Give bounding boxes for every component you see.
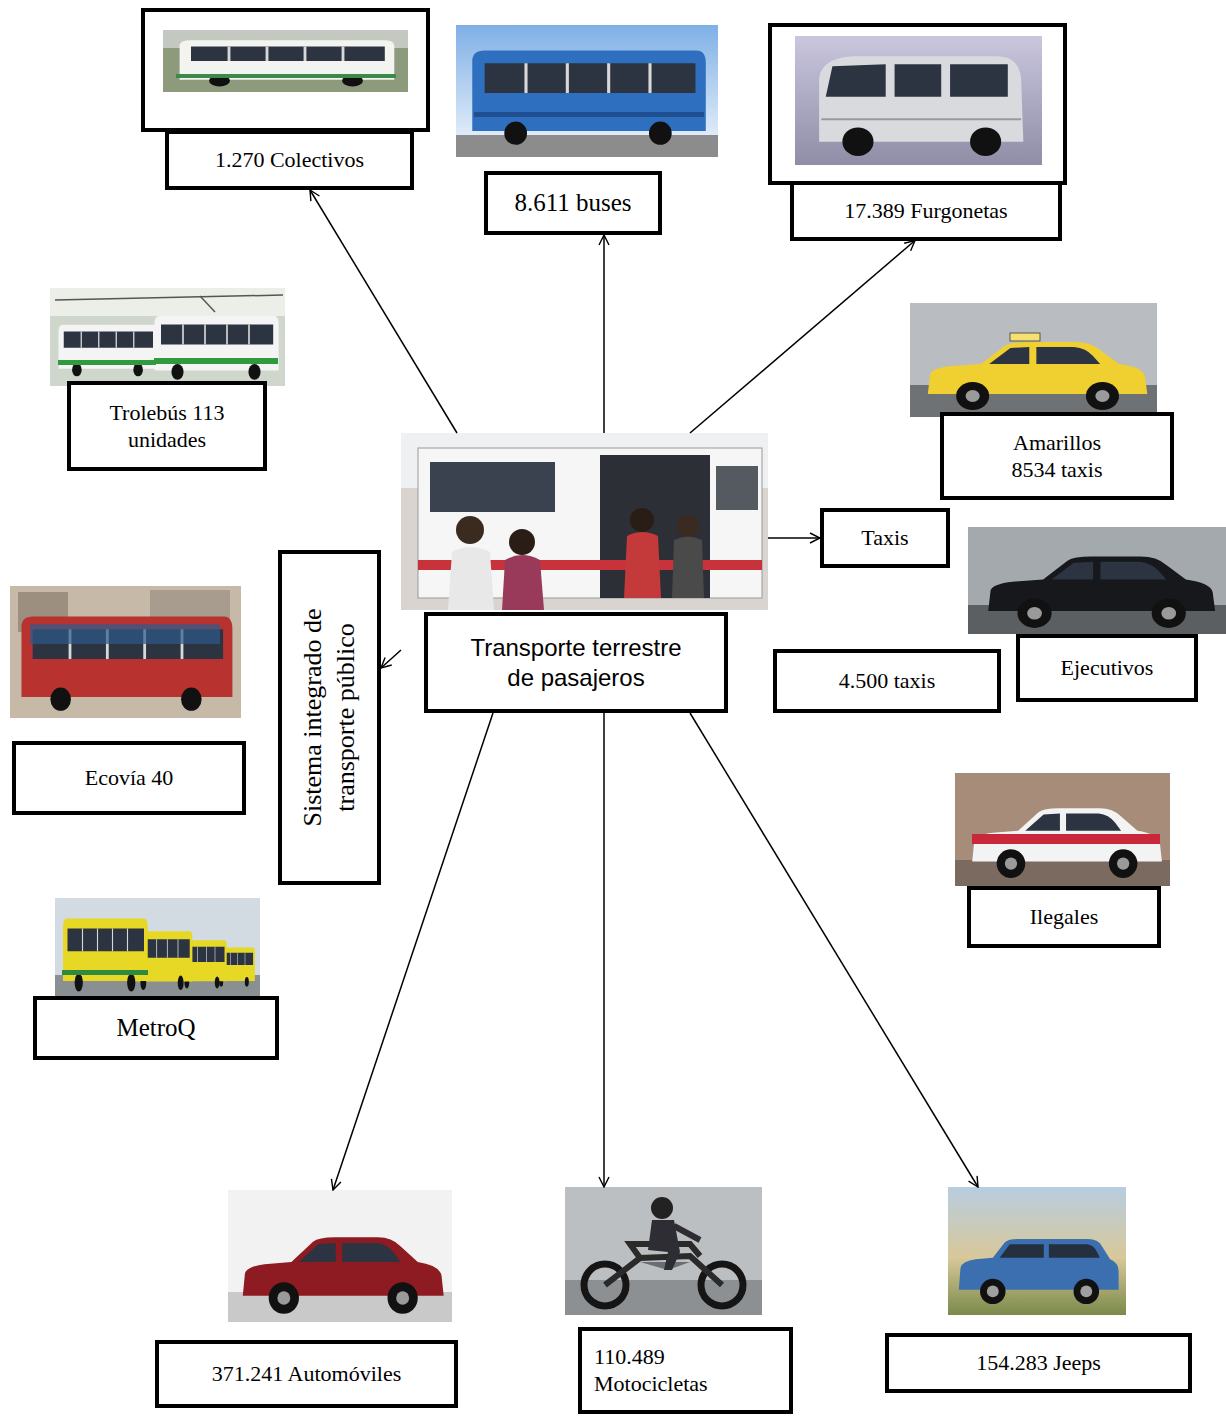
node-label: Ejecutivos [1061, 654, 1154, 682]
connector-arrow [690, 713, 978, 1187]
label-box: Trolebús 113 unidades [67, 381, 267, 471]
connector-arrow [690, 241, 915, 434]
node-label: 154.283 Jeeps [976, 1349, 1101, 1377]
label-box: Taxis [820, 508, 950, 568]
node-card: MetroQ [33, 996, 279, 1060]
label-box: 1.270 Colectivos [165, 130, 414, 190]
node-card: 1.270 Colectivos [165, 130, 414, 190]
node-card: 371.241 Automóviles [155, 1190, 458, 1408]
connector-arrow [310, 190, 457, 433]
node-card: 8.611 buses [484, 171, 662, 235]
node-card: Transporte terrestre de pasajeros [401, 433, 768, 713]
metroq-buses-photo [55, 898, 260, 997]
node-card: 4.500 taxis [773, 649, 1001, 713]
ecovia-bus-photo [10, 586, 241, 718]
label-box: MetroQ [33, 996, 279, 1060]
node-card: Sistema integrado de transporte público [278, 550, 381, 885]
bus-photo [456, 25, 718, 157]
yellow-taxi-photo [910, 303, 1157, 417]
node-label: 110.489 Motocicletas [594, 1343, 744, 1398]
node-label: MetroQ [116, 1012, 195, 1043]
label-box: 17.389 Furgonetas [790, 181, 1062, 241]
label-box: 4.500 taxis [773, 649, 1001, 713]
label-box: 371.241 Automóviles [155, 1340, 458, 1408]
node-card: Taxis [820, 508, 950, 568]
node-label: 1.270 Colectivos [215, 146, 364, 174]
label-box: 8.611 buses [484, 171, 662, 235]
node-card: Ecovía 40 [12, 741, 246, 815]
boarding-bus-photo [401, 433, 768, 610]
node-card: 17.389 Furgonetas [790, 181, 1062, 241]
label-box: 110.489 Motocicletas [578, 1327, 793, 1414]
node-label: Ecovía 40 [85, 764, 174, 792]
node-card: Trolebús 113 unidades [67, 381, 267, 471]
van-photo [770, 25, 1065, 183]
node-label: 371.241 Automóviles [212, 1360, 401, 1388]
jeep-photo [948, 1187, 1126, 1315]
node-label: Ilegales [1030, 903, 1098, 931]
node-card: 154.283 Jeeps [885, 1187, 1192, 1393]
node-label: 4.500 taxis [839, 667, 936, 695]
connector-arrow [603, 235, 605, 433]
label-box: Ejecutivos [1016, 634, 1198, 702]
red-car-photo [228, 1190, 452, 1322]
connector-arrow [768, 537, 820, 539]
minibus-photo [143, 10, 428, 130]
node-label: Taxis [861, 524, 908, 552]
node-label: Sistema integrado de transporte público [297, 590, 362, 845]
connector-arrow [603, 713, 605, 1187]
node-label: 8.611 buses [514, 187, 631, 218]
black-car-photo [968, 527, 1226, 634]
label-box: Amarillos 8534 taxis [940, 412, 1174, 500]
red-white-car-photo [955, 773, 1170, 886]
node-label: 17.389 Furgonetas [844, 197, 1007, 225]
label-box: Ilegales [967, 886, 1161, 948]
label-box: Transporte terrestre de pasajeros [424, 612, 728, 713]
connector-arrow [381, 650, 401, 668]
trolleybus-photo [50, 288, 285, 386]
node-card: Amarillos 8534 taxis [940, 412, 1174, 500]
node-card: Ilegales [967, 886, 1161, 948]
node-label: Amarillos 8534 taxis [992, 429, 1122, 484]
label-box: 154.283 Jeeps [885, 1333, 1192, 1393]
node-label: Trolebús 113 unidades [87, 399, 247, 454]
label-box: Sistema integrado de transporte público [278, 550, 381, 885]
motorcycle-photo [565, 1187, 762, 1315]
node-card: 110.489 Motocicletas [565, 1187, 793, 1414]
label-box: Ecovía 40 [12, 741, 246, 815]
node-card: Ejecutivos [1016, 634, 1198, 702]
node-label: Transporte terrestre de pasajeros [459, 633, 694, 693]
